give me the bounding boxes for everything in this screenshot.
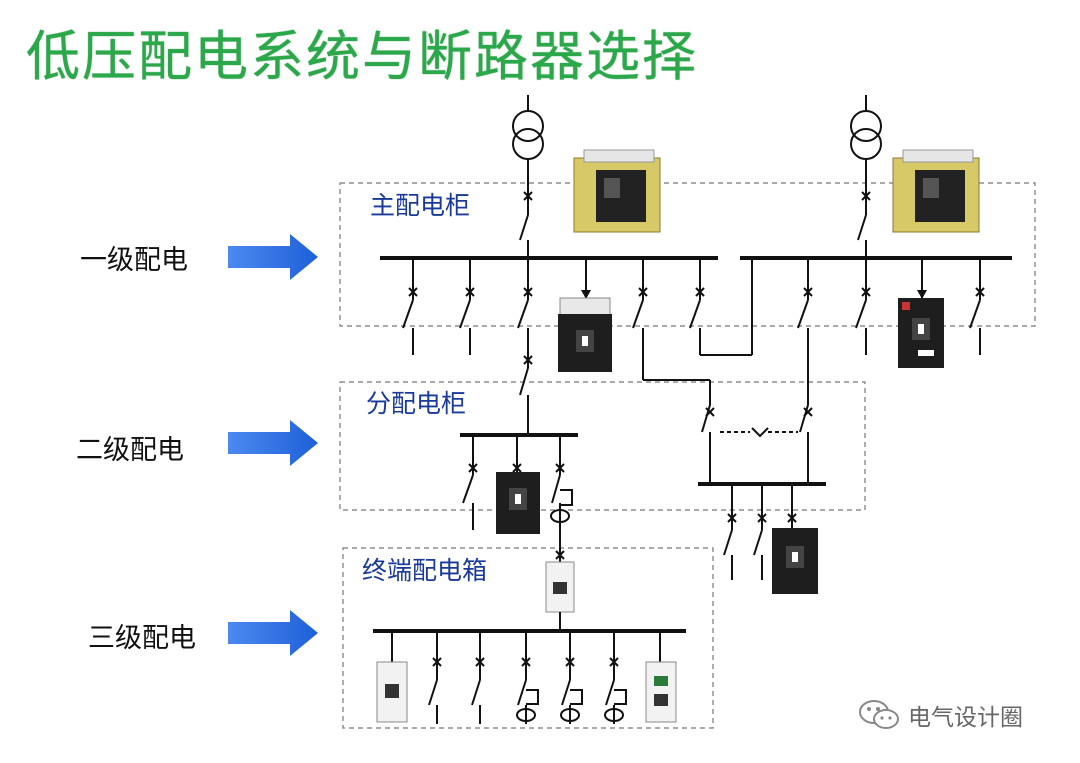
page-title: 低压配电系统与断路器选择 (26, 25, 698, 88)
mccb-icon-main-2 (898, 298, 944, 368)
sub-cabinet-frame (339, 381, 866, 511)
level-label-3: 三级配电 (88, 623, 196, 654)
level-arrow-2 (228, 420, 318, 466)
mccb-icon-sub-2 (772, 528, 818, 594)
level-label-2: 二级配电 (76, 435, 184, 466)
rcbo-icon-terminal (645, 661, 677, 723)
terminal-box-frame (342, 547, 714, 729)
cabinet-label-sub: 分配电柜 (364, 384, 469, 420)
level-arrow-3 (228, 610, 318, 656)
mcb-icon-terminal-1 (376, 661, 408, 723)
main-cabinet-frame (339, 182, 1036, 327)
mcb-icon-incoming (545, 561, 575, 613)
mccb-icon-sub-1 (496, 472, 540, 534)
watermark-text: 电气设计圈 (908, 705, 1023, 731)
cabinet-label-main: 主配电柜 (368, 186, 473, 222)
transformer-icon-2 (850, 95, 882, 206)
air-circuit-breaker-icon-2 (892, 149, 980, 233)
level-arrow-1 (228, 234, 318, 280)
level-label-1: 一级配电 (80, 245, 188, 276)
cabinet-label-terminal: 终端配电箱 (360, 551, 490, 587)
air-circuit-breaker-icon-1 (573, 149, 661, 233)
wechat-icon (859, 700, 899, 729)
transformer-icon-1 (512, 95, 544, 206)
mccb-icon-main-1 (558, 297, 612, 372)
watermark: 电气设计圈 (858, 698, 1023, 732)
